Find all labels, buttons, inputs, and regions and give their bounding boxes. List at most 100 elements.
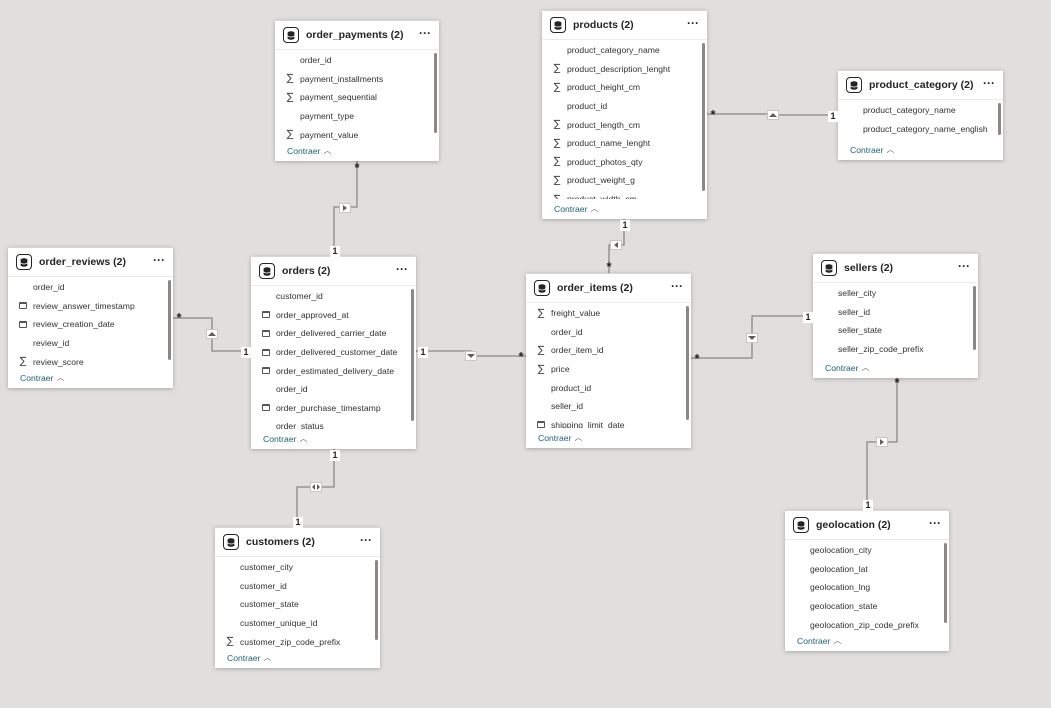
field-row[interactable]: seller_state	[813, 321, 978, 340]
field-row[interactable]: customer_id	[251, 287, 416, 306]
field-row[interactable]: ∑customer_zip_code_prefix	[215, 632, 380, 648]
field-row[interactable]: ∑payment_value	[275, 125, 439, 141]
field-row[interactable]: ∑product_width_cm	[542, 190, 707, 199]
scrollbar[interactable]	[686, 306, 689, 420]
field-row[interactable]: order_delivered_customer_date	[251, 343, 416, 362]
table-header[interactable]: sellers (2)···	[813, 254, 978, 283]
scrollbar[interactable]	[411, 289, 414, 421]
field-row[interactable]: ∑product_name_lenght	[542, 134, 707, 153]
table-card-product-category[interactable]: product_category (2)···product_category_…	[838, 70, 1003, 160]
field-row[interactable]: customer_id	[215, 577, 380, 596]
field-row[interactable]: geolocation_lat	[785, 560, 949, 579]
scrollbar[interactable]	[168, 280, 171, 360]
more-options-button[interactable]: ···	[396, 262, 408, 276]
field-row[interactable]: review_id	[8, 334, 173, 353]
field-row[interactable]: review_creation_date	[8, 315, 173, 334]
field-row[interactable]: shipping_limit_date	[526, 416, 691, 428]
field-row[interactable]: ∑payment_installments	[275, 70, 439, 89]
filter-direction-icon[interactable]	[465, 351, 477, 361]
field-row[interactable]: ∑freight_value	[526, 304, 691, 323]
field-row[interactable]: ∑product_height_cm	[542, 78, 707, 97]
more-options-button[interactable]: ···	[419, 26, 431, 40]
table-header[interactable]: order_reviews (2)···	[8, 248, 173, 277]
table-header[interactable]: order_items (2)···	[526, 274, 691, 303]
collapse-button[interactable]: Contraer︿	[825, 362, 869, 373]
field-row[interactable]: customer_state	[215, 595, 380, 614]
more-options-button[interactable]: ···	[360, 533, 372, 547]
field-row[interactable]: product_category_name_english	[838, 120, 1003, 139]
scrollbar[interactable]	[702, 43, 705, 191]
table-header[interactable]: order_payments (2)···	[275, 21, 439, 50]
table-card-order-payments[interactable]: order_payments (2)···order_id∑payment_in…	[275, 20, 439, 161]
filter-direction-icon[interactable]	[876, 437, 888, 447]
bidirectional-filter-icon[interactable]	[310, 482, 322, 492]
field-row[interactable]: ∑product_photos_qty	[542, 153, 707, 172]
more-options-button[interactable]: ···	[153, 253, 165, 267]
field-row[interactable]: review_answer_timestamp	[8, 297, 173, 316]
filter-direction-icon[interactable]	[746, 333, 758, 343]
field-row[interactable]: ∑product_weight_g	[542, 171, 707, 190]
more-options-button[interactable]: ···	[671, 279, 683, 293]
table-header[interactable]: geolocation (2)···	[785, 511, 949, 540]
field-row[interactable]: customer_unique_id	[215, 614, 380, 633]
table-header[interactable]: products (2)···	[542, 11, 707, 40]
scrollbar[interactable]	[973, 286, 976, 350]
field-row[interactable]: geolocation_state	[785, 597, 949, 616]
field-row[interactable]: order_estimated_delivery_date	[251, 361, 416, 380]
more-options-button[interactable]: ···	[687, 16, 699, 30]
field-row[interactable]: geolocation_lng	[785, 578, 949, 597]
more-options-button[interactable]: ···	[983, 76, 995, 90]
field-row[interactable]: seller_id	[526, 397, 691, 416]
scrollbar[interactable]	[434, 53, 437, 133]
field-row[interactable]: product_category_name	[542, 41, 707, 60]
field-row[interactable]: order_status	[251, 417, 416, 429]
table-header[interactable]: product_category (2)···	[838, 71, 1003, 100]
field-row[interactable]: geolocation_zip_code_prefix	[785, 615, 949, 631]
field-row[interactable]: payment_type	[275, 107, 439, 126]
field-row[interactable]: order_delivered_carrier_date	[251, 324, 416, 343]
field-row[interactable]: ∑order_item_id	[526, 341, 691, 360]
collapse-button[interactable]: Contraer︿	[263, 433, 307, 444]
field-row[interactable]: ∑price	[526, 360, 691, 379]
field-row[interactable]: product_id	[526, 378, 691, 397]
field-row[interactable]: customer_city	[215, 558, 380, 577]
filter-direction-icon[interactable]	[767, 110, 779, 120]
field-row[interactable]: order_id	[275, 51, 439, 70]
collapse-button[interactable]: Contraer︿	[287, 145, 331, 156]
table-header[interactable]: customers (2)···	[215, 528, 380, 557]
collapse-button[interactable]: Contraer︿	[538, 432, 582, 443]
scrollbar[interactable]	[944, 543, 947, 623]
field-row[interactable]: order_id	[526, 323, 691, 342]
collapse-button[interactable]: Contraer︿	[797, 635, 841, 646]
scrollbar[interactable]	[998, 103, 1001, 135]
table-card-products[interactable]: products (2)···product_category_name∑pro…	[542, 10, 707, 219]
filter-direction-icon[interactable]	[206, 329, 218, 339]
field-row[interactable]: order_approved_at	[251, 306, 416, 325]
field-list[interactable]: product_category_name∑product_descriptio…	[542, 40, 707, 199]
field-row[interactable]: seller_id	[813, 303, 978, 322]
filter-direction-icon[interactable]	[339, 203, 351, 213]
collapse-button[interactable]: Contraer︿	[20, 372, 64, 383]
field-list[interactable]: order_id∑payment_installments∑payment_se…	[275, 50, 439, 141]
more-options-button[interactable]: ···	[929, 516, 941, 530]
collapse-button[interactable]: Contraer︿	[850, 144, 894, 155]
field-row[interactable]: ∑product_description_lenght	[542, 60, 707, 79]
field-row[interactable]: ∑payment_sequential	[275, 88, 439, 107]
filter-direction-icon[interactable]	[610, 240, 622, 250]
table-header[interactable]: orders (2)···	[251, 257, 416, 286]
collapse-button[interactable]: Contraer︿	[554, 203, 598, 214]
field-row[interactable]: seller_zip_code_prefix	[813, 340, 978, 358]
field-row[interactable]: order_id	[251, 380, 416, 399]
field-row[interactable]: ∑review_score	[8, 352, 173, 368]
